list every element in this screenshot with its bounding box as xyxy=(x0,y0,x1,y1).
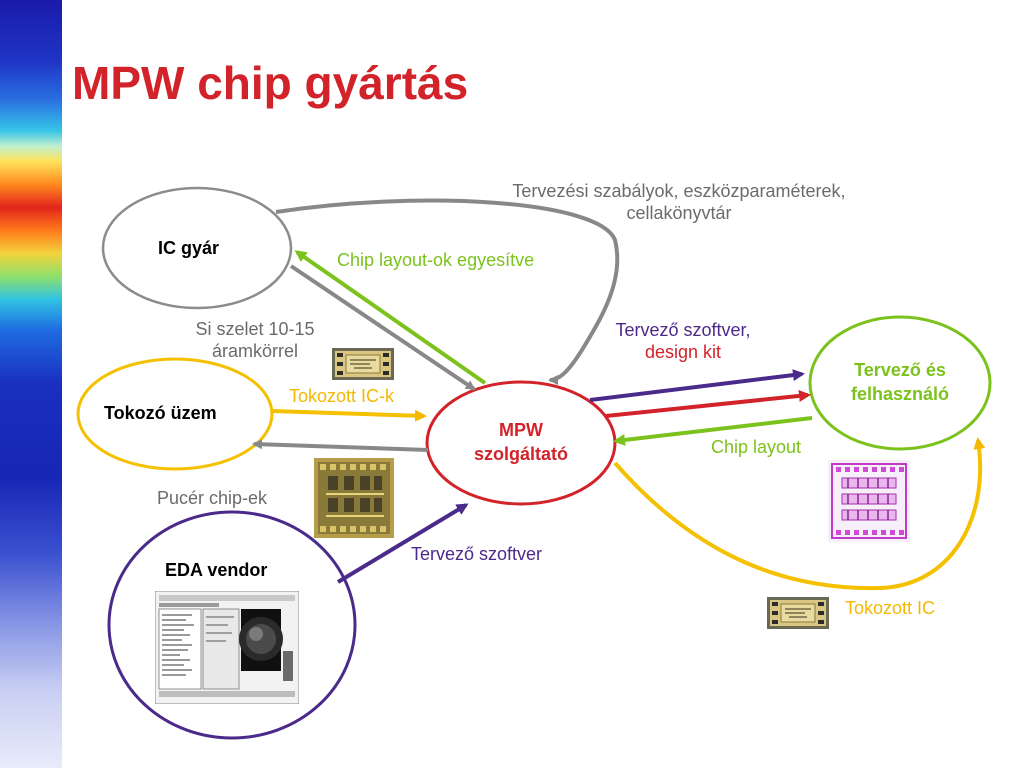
chip-layouts-merged-arrow xyxy=(294,250,487,385)
designer-software-kit-label: Tervező szoftver, design kit xyxy=(590,319,776,363)
eda-software-arrow xyxy=(336,503,469,584)
design-rules-label-line2: cellakönyvtár xyxy=(626,203,732,223)
designer-software-label: Tervező szoftver xyxy=(411,544,543,564)
packaged-ic-arrow xyxy=(613,437,986,591)
designer-user-label-line2: felhasználó xyxy=(850,384,950,404)
packaged-chip-image xyxy=(332,348,394,380)
packaging-plant-node xyxy=(76,357,274,471)
design-kit-arrow xyxy=(605,389,811,418)
designer-software-kit-arrow xyxy=(589,369,805,402)
ic-factory-node xyxy=(101,186,293,310)
designer-software-kit-label-line2: design kit xyxy=(644,342,722,362)
packaged-ic-label: Tokozott IC xyxy=(845,598,936,618)
designer-user-label: Tervező és felhasználó xyxy=(830,358,970,406)
chip-layout-label: Chip layout xyxy=(711,437,802,457)
mpw-service-label-line2: szolgáltató xyxy=(473,444,568,464)
chip-layout-image xyxy=(828,460,910,542)
chip-layouts-merged-label: Chip layout-ok egyesítve xyxy=(337,250,535,270)
bare-chip-die-image xyxy=(314,458,394,538)
ic-factory-label: IC gyár xyxy=(158,238,220,258)
packaged-ics-label: Tokozott IC-k xyxy=(289,386,395,406)
packaged-ics-arrow xyxy=(271,409,427,422)
si-wafer-label-line1: Si szelet 10-15 xyxy=(195,319,315,339)
si-wafer-label-line2: áramkörrel xyxy=(211,341,299,361)
mpw-service-label: MPW szolgáltató xyxy=(466,418,576,466)
gradient-sidebar xyxy=(0,0,62,768)
eda-vendor-label: EDA vendor xyxy=(165,560,268,580)
design-rules-label: Tervezési szabályok, eszközparaméterek, … xyxy=(462,180,896,224)
design-rules-arrow xyxy=(275,198,620,385)
mpw-service-label-line1: MPW xyxy=(499,420,543,440)
bare-chips-label: Pucér chip-ek xyxy=(157,488,268,508)
packaging-plant-label: Tokozó üzem xyxy=(104,403,217,423)
si-wafer-label: Si szelet 10-15 áramkörrel xyxy=(172,318,338,362)
designer-software-kit-label-line1: Tervező szoftver, xyxy=(615,320,751,340)
designer-user-node xyxy=(808,315,992,451)
page-title: MPW chip gyártás xyxy=(72,57,469,109)
designer-user-label-line1: Tervező és xyxy=(854,360,946,380)
eda-software-screenshot xyxy=(155,591,299,704)
bare-chips-arrow xyxy=(252,439,429,452)
design-rules-label-line1: Tervezési szabályok, eszközparaméterek, xyxy=(512,181,846,201)
packaged-ic-image xyxy=(767,597,829,629)
chip-layout-arrow xyxy=(613,416,813,446)
si-wafer-arrow xyxy=(289,264,476,391)
